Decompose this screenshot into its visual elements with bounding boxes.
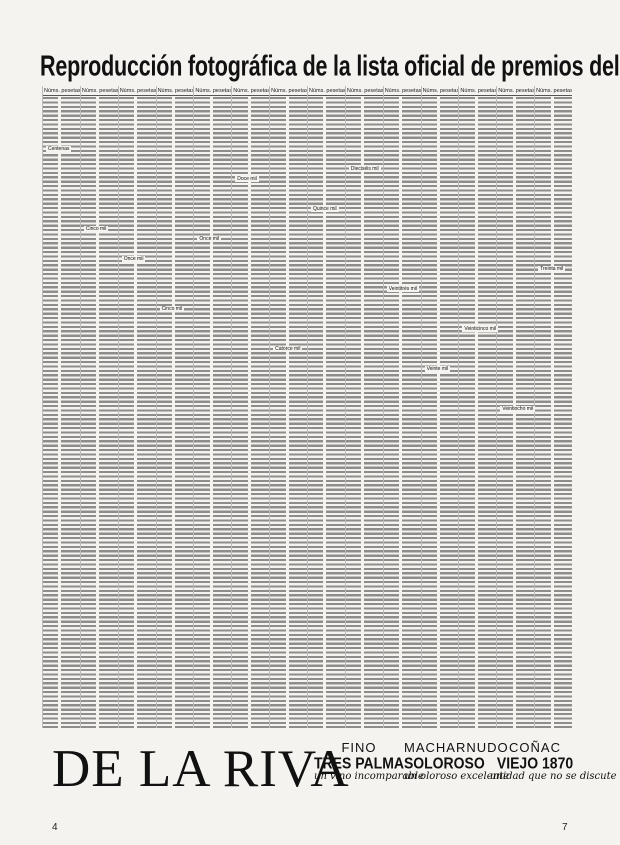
column-rows	[156, 97, 194, 728]
column-rows	[194, 97, 232, 728]
section-tag: Veinticinco mil	[462, 326, 499, 332]
column-header: Núms. pesetas Núms. pesetas	[194, 88, 232, 96]
column-header: Núms. pesetas Núms. pesetas	[535, 88, 572, 96]
product-line1: MACHARNUDO	[404, 740, 509, 755]
prize-column: Núms. pesetas Núms. pesetas	[420, 86, 459, 728]
section-tag: Once mil	[197, 236, 222, 242]
ad-product-fino: FINO TRES PALMAS un vino incomparable	[314, 740, 424, 782]
column-rows	[270, 97, 307, 728]
prize-column: Núms. pesetas Núms. pesetas	[79, 86, 118, 728]
prize-column: Núms. pesetas Núms. pesetas	[307, 86, 345, 728]
column-rows	[497, 97, 535, 728]
section-tag: Veintiocho mil	[500, 406, 536, 412]
column-rows	[232, 97, 270, 728]
prize-column: Núms. pesetas Núms. pesetas	[269, 86, 307, 728]
prize-column: Núms. pesetas Núms. pesetas	[458, 86, 497, 728]
column-header: Núms. pesetas Núms. pesetas	[497, 88, 535, 96]
column-header: Núms. pesetas Núms. pesetas	[308, 88, 345, 96]
product-tagline: un vino incomparable	[314, 771, 424, 782]
section-tag: Veintitrés mil	[386, 286, 420, 292]
column-header: Núms. pesetas Núms. pesetas	[43, 88, 80, 96]
page-headline: Reproducción fotográfica de la lista ofi…	[40, 50, 620, 83]
column-rows	[308, 97, 345, 728]
column-header: Núms. pesetas Núms. pesetas	[270, 88, 307, 96]
column-rows	[383, 97, 421, 728]
prize-column: Núms. pesetas Núms. pesetas	[193, 86, 232, 728]
column-header: Núms. pesetas Núms. pesetas	[345, 88, 383, 96]
prize-column: Núms. pesetas Núms. pesetas	[155, 86, 194, 728]
product-line2: TRES PALMAS	[314, 753, 414, 773]
section-tag: Centenas	[46, 146, 72, 152]
prize-column: Núms. pesetas Núms. pesetas	[496, 86, 535, 728]
section-tag: Veinte mil	[424, 366, 451, 372]
product-tagline: un oloroso excelente	[404, 771, 509, 782]
product-line2: VIEJO 1870	[496, 753, 574, 773]
column-header: Núms. pesetas Núms. pesetas	[80, 88, 118, 96]
section-tag: Once mil	[121, 256, 146, 262]
ad-product-oloroso: MACHARNUDO OLOROSO un oloroso excelente	[404, 740, 509, 782]
advertisement: DE LA RIVA FINO TRES PALMAS un vino inco…	[52, 736, 617, 802]
section-tag: Quince mil	[311, 206, 339, 212]
column-header: Núms. pesetas Núms. pesetas	[421, 88, 459, 96]
prize-column: Núms. pesetas Núms. pesetas	[534, 86, 572, 728]
column-rows	[421, 97, 459, 728]
prize-column: Núms. pesetas Núms. pesetas	[117, 86, 156, 728]
section-tag: Catorce mil	[273, 346, 303, 352]
section-tag: Cinco mil	[159, 306, 185, 312]
prize-column: Núms. pesetas Núms. pesetas	[344, 86, 383, 728]
section-tag: Cinco mil	[83, 226, 109, 232]
section-tag: Treinta mil	[538, 266, 566, 272]
prize-column: Núms. pesetas Núms. pesetas	[42, 86, 80, 728]
column-rows	[43, 97, 80, 728]
column-header: Núms. pesetas Núms. pesetas	[459, 88, 497, 96]
section-tag: Doce mil	[235, 176, 259, 182]
product-tagline: unidad que no se discute	[490, 771, 617, 782]
column-header: Núms. pesetas Núms. pesetas	[383, 88, 421, 96]
page-mark-right: 7	[562, 822, 568, 833]
column-header: Núms. pesetas Núms. pesetas	[156, 88, 194, 96]
prize-column: Núms. pesetas Núms. pesetas	[231, 86, 270, 728]
product-line1: COÑAC	[509, 740, 561, 755]
column-header: Núms. pesetas Núms. pesetas	[232, 88, 270, 96]
prize-column: Núms. pesetas Núms. pesetas	[382, 86, 421, 728]
page-mark-left: 4	[52, 822, 58, 833]
ad-brand: DE LA RIVA	[52, 740, 350, 798]
column-rows	[535, 97, 572, 728]
column-rows	[80, 97, 118, 728]
product-line1: FINO	[341, 740, 377, 755]
column-header: Núms. pesetas Núms. pesetas	[118, 88, 156, 96]
section-tag: Dieciséis mil	[348, 166, 381, 172]
column-rows	[345, 97, 383, 728]
ad-product-conac: COÑAC VIEJO 1870 unidad que no se discut…	[490, 740, 617, 782]
product-line2: OLOROSO	[413, 753, 485, 773]
column-rows	[459, 97, 497, 728]
column-rows	[118, 97, 156, 728]
